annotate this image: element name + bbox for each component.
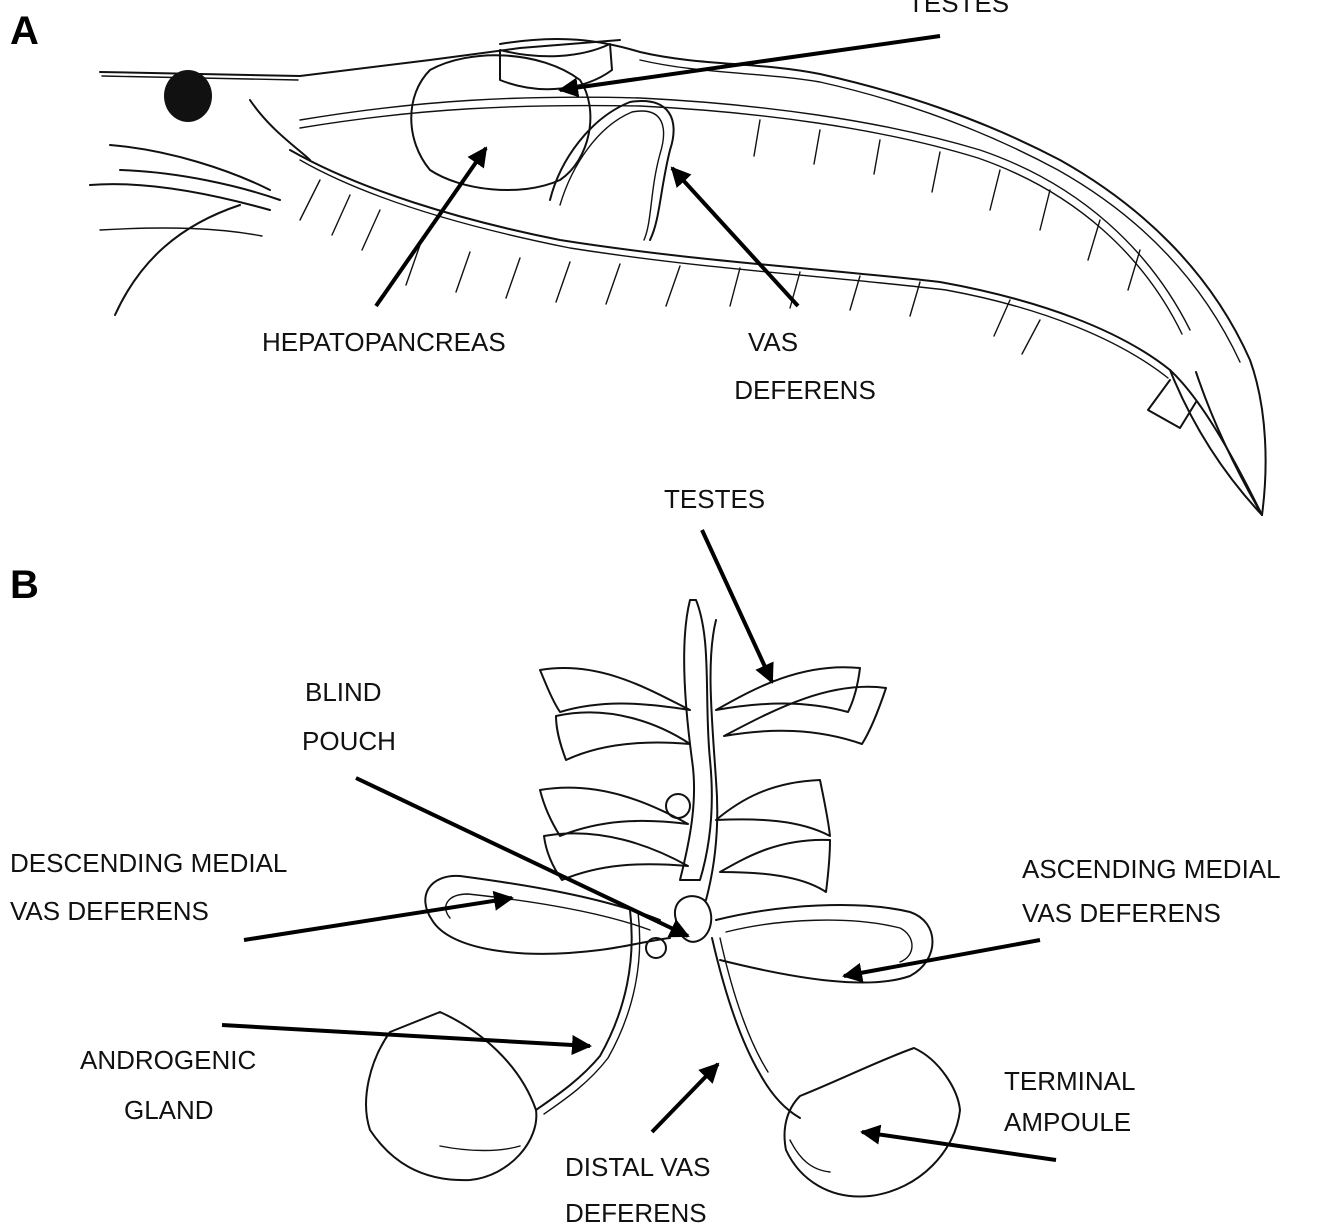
arrow-vas-deferens-a [670, 166, 800, 308]
blind-pouch-organ [673, 895, 713, 943]
label-vas-deferens-a-line1: VAS [748, 327, 798, 357]
antenna-scale [114, 204, 241, 316]
ventral-outline [289, 149, 1263, 516]
label-terminal-line2: AMPOULE [1004, 1107, 1131, 1137]
label-ascending-line1: ASCENDING MEDIAL [1022, 854, 1281, 884]
arrow-descending [243, 890, 514, 942]
panel-a-letter: A [10, 9, 39, 53]
ascending-medial-vas-deferens-organ [715, 904, 934, 984]
label-descending-line2: VAS DEFERENS [10, 896, 209, 926]
testes-organ [499, 43, 613, 91]
hepatopancreas-organ [410, 54, 592, 191]
dorsal-outline [499, 37, 1267, 516]
label-terminal-line1: TERMINAL [1004, 1066, 1135, 1096]
eye-icon [164, 70, 212, 122]
label-descending-line1: DESCENDING MEDIAL [10, 848, 287, 878]
right-distal-vas-deferens [711, 937, 801, 1119]
label-blind-pouch-line2: POUCH [302, 726, 396, 756]
androgenic-gland-ampoule-left [365, 1011, 538, 1182]
descending-medial-vas-deferens-organ [424, 874, 671, 955]
label-androgenic-line2: GLAND [124, 1095, 214, 1125]
panel-b: B TESTES [10, 484, 1281, 1225]
testes-lobes-drawing [539, 599, 887, 901]
panel-b-letter: B [10, 563, 39, 607]
prawn-body-drawing [89, 37, 1267, 516]
terminal-ampoule-organ [783, 1047, 961, 1198]
arrow-distal [650, 1062, 720, 1134]
arrow-blind-pouch [355, 776, 690, 938]
arrow-androgenic [221, 1023, 592, 1055]
label-distal-line2: DEFERENS [565, 1198, 707, 1225]
label-testes-b: TESTES [664, 484, 765, 514]
left-distal-vas-deferens [535, 909, 633, 1111]
label-blind-pouch-line1: BLIND [305, 677, 382, 707]
arrow-terminal [860, 1124, 1057, 1162]
label-testes-a: TESTES [908, 0, 1009, 18]
arrow-hepatopancreas [374, 146, 488, 308]
label-ascending-line2: VAS DEFERENS [1022, 898, 1221, 928]
arrow-testes-b [700, 529, 774, 684]
label-distal-line1: DISTAL VAS [565, 1152, 710, 1182]
rostrum-outline [99, 39, 621, 77]
telson-outline [1169, 369, 1263, 516]
label-hepatopancreas: HEPATOPANCREAS [262, 327, 506, 357]
vas-deferens-organ [549, 100, 675, 241]
arrow-testes-a [558, 34, 941, 98]
arrow-ascending [842, 938, 1041, 983]
panel-a: A [10, 0, 1267, 516]
label-vas-deferens-a-line2: DEFERENS [734, 375, 876, 405]
label-androgenic-line1: ANDROGENIC [80, 1045, 256, 1075]
